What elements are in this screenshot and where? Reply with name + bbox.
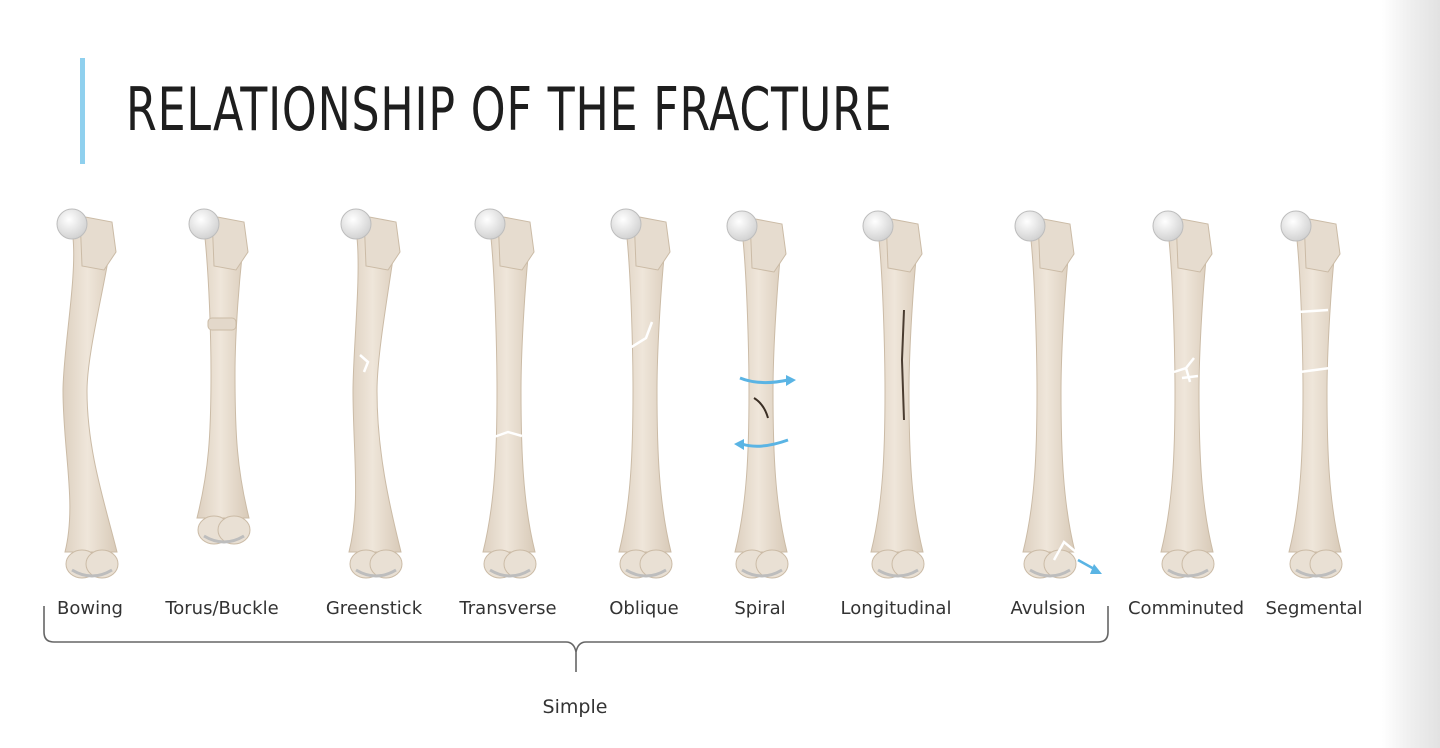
bone-trochanter: [633, 215, 671, 271]
simple-group-bracket: [43, 606, 1109, 672]
bone-shaft: [1160, 231, 1214, 553]
bone-trochanter: [497, 215, 535, 271]
joint-cartilage: [203, 534, 245, 544]
bone-torus-buckle: [188, 208, 251, 545]
femoral-head: [1014, 210, 1046, 242]
femoral-head: [1280, 210, 1312, 242]
rotation-arrow-bottom: [741, 438, 789, 448]
joint-cartilage: [1029, 568, 1071, 578]
femoral-head: [1152, 210, 1184, 242]
bone-spiral: [726, 210, 796, 579]
joint-cartilage: [625, 568, 667, 578]
bones-layer: [56, 208, 1343, 579]
bone-label-torus-buckle: Torus/Buckle: [165, 598, 279, 619]
fracture-line: [493, 430, 523, 439]
arrow-head: [786, 375, 796, 386]
fracture-line: [1173, 357, 1199, 383]
bone-transverse: [474, 208, 537, 579]
bone-label-avulsion: Avulsion: [1010, 598, 1086, 619]
joint-cartilage: [71, 568, 113, 578]
bone-shaft: [62, 229, 118, 553]
femoral-head: [188, 208, 220, 240]
bone-shaft: [1022, 231, 1076, 553]
bone-shaft: [734, 231, 788, 553]
bone-trochanter: [363, 215, 401, 271]
joint-cartilage: [489, 568, 531, 578]
bone-trochanter: [211, 215, 249, 271]
femoral-head: [474, 208, 506, 240]
bone-trochanter: [885, 217, 923, 273]
fracture-line: [629, 321, 654, 350]
femoral-head: [340, 208, 372, 240]
bone-label-longitudinal: Longitudinal: [840, 598, 952, 619]
bone-shaft: [870, 231, 924, 553]
fracture-line: [1052, 540, 1077, 561]
joint-cartilage: [741, 568, 783, 578]
bone-shaft: [618, 229, 672, 553]
bone-trochanter: [749, 217, 787, 273]
bone-shaft: [348, 229, 402, 553]
bone-trochanter: [1175, 217, 1213, 273]
bone-label-greenstick: Greenstick: [325, 598, 423, 619]
bone-shaft: [196, 229, 250, 519]
bone-label-oblique: Oblique: [609, 598, 679, 619]
femoral-head: [610, 208, 642, 240]
bone-label-comminuted: Comminuted: [1127, 598, 1245, 619]
bone-oblique: [610, 208, 673, 579]
bone-bowing: [56, 208, 119, 579]
title-accent-bar: [80, 58, 85, 164]
slide-title: RELATIONSHIP OF THE FRACTURE: [126, 75, 893, 145]
bone-label-segmental: Segmental: [1265, 598, 1363, 619]
femoral-head: [56, 208, 88, 240]
fracture-line: [753, 397, 769, 419]
fracture-line: [900, 309, 905, 421]
rotation-arrow-top: [739, 376, 789, 385]
bone-label-bowing: Bowing: [57, 598, 123, 619]
bone-label-spiral: Spiral: [734, 598, 786, 619]
torus-buckle: [207, 317, 237, 331]
slide-edge-shadow: [1382, 0, 1440, 748]
group-label-simple: Simple: [542, 696, 608, 718]
bone-greenstick: [340, 208, 403, 579]
bone-segmental: [1280, 210, 1343, 579]
joint-cartilage: [877, 568, 919, 578]
bone-longitudinal: [862, 210, 925, 579]
fracture-line: [1297, 308, 1329, 314]
joint-cartilage: [1167, 568, 1209, 578]
arrow-head: [1090, 564, 1102, 574]
bone-shaft: [1288, 231, 1342, 553]
joint-cartilage: [1295, 568, 1337, 578]
arrow-head: [734, 439, 744, 450]
femoral-head: [862, 210, 894, 242]
femoral-head: [726, 210, 758, 242]
bone-avulsion: [1014, 210, 1102, 579]
bone-trochanter: [1037, 217, 1075, 273]
fracture-line: [359, 354, 370, 373]
bone-label-transverse: Transverse: [459, 598, 557, 619]
bone-shaft: [482, 229, 536, 553]
bone-trochanter: [79, 215, 117, 271]
bone-trochanter: [1303, 217, 1341, 273]
fracture-line: [1299, 366, 1331, 374]
joint-cartilage: [355, 568, 397, 578]
bone-comminuted: [1152, 210, 1215, 579]
